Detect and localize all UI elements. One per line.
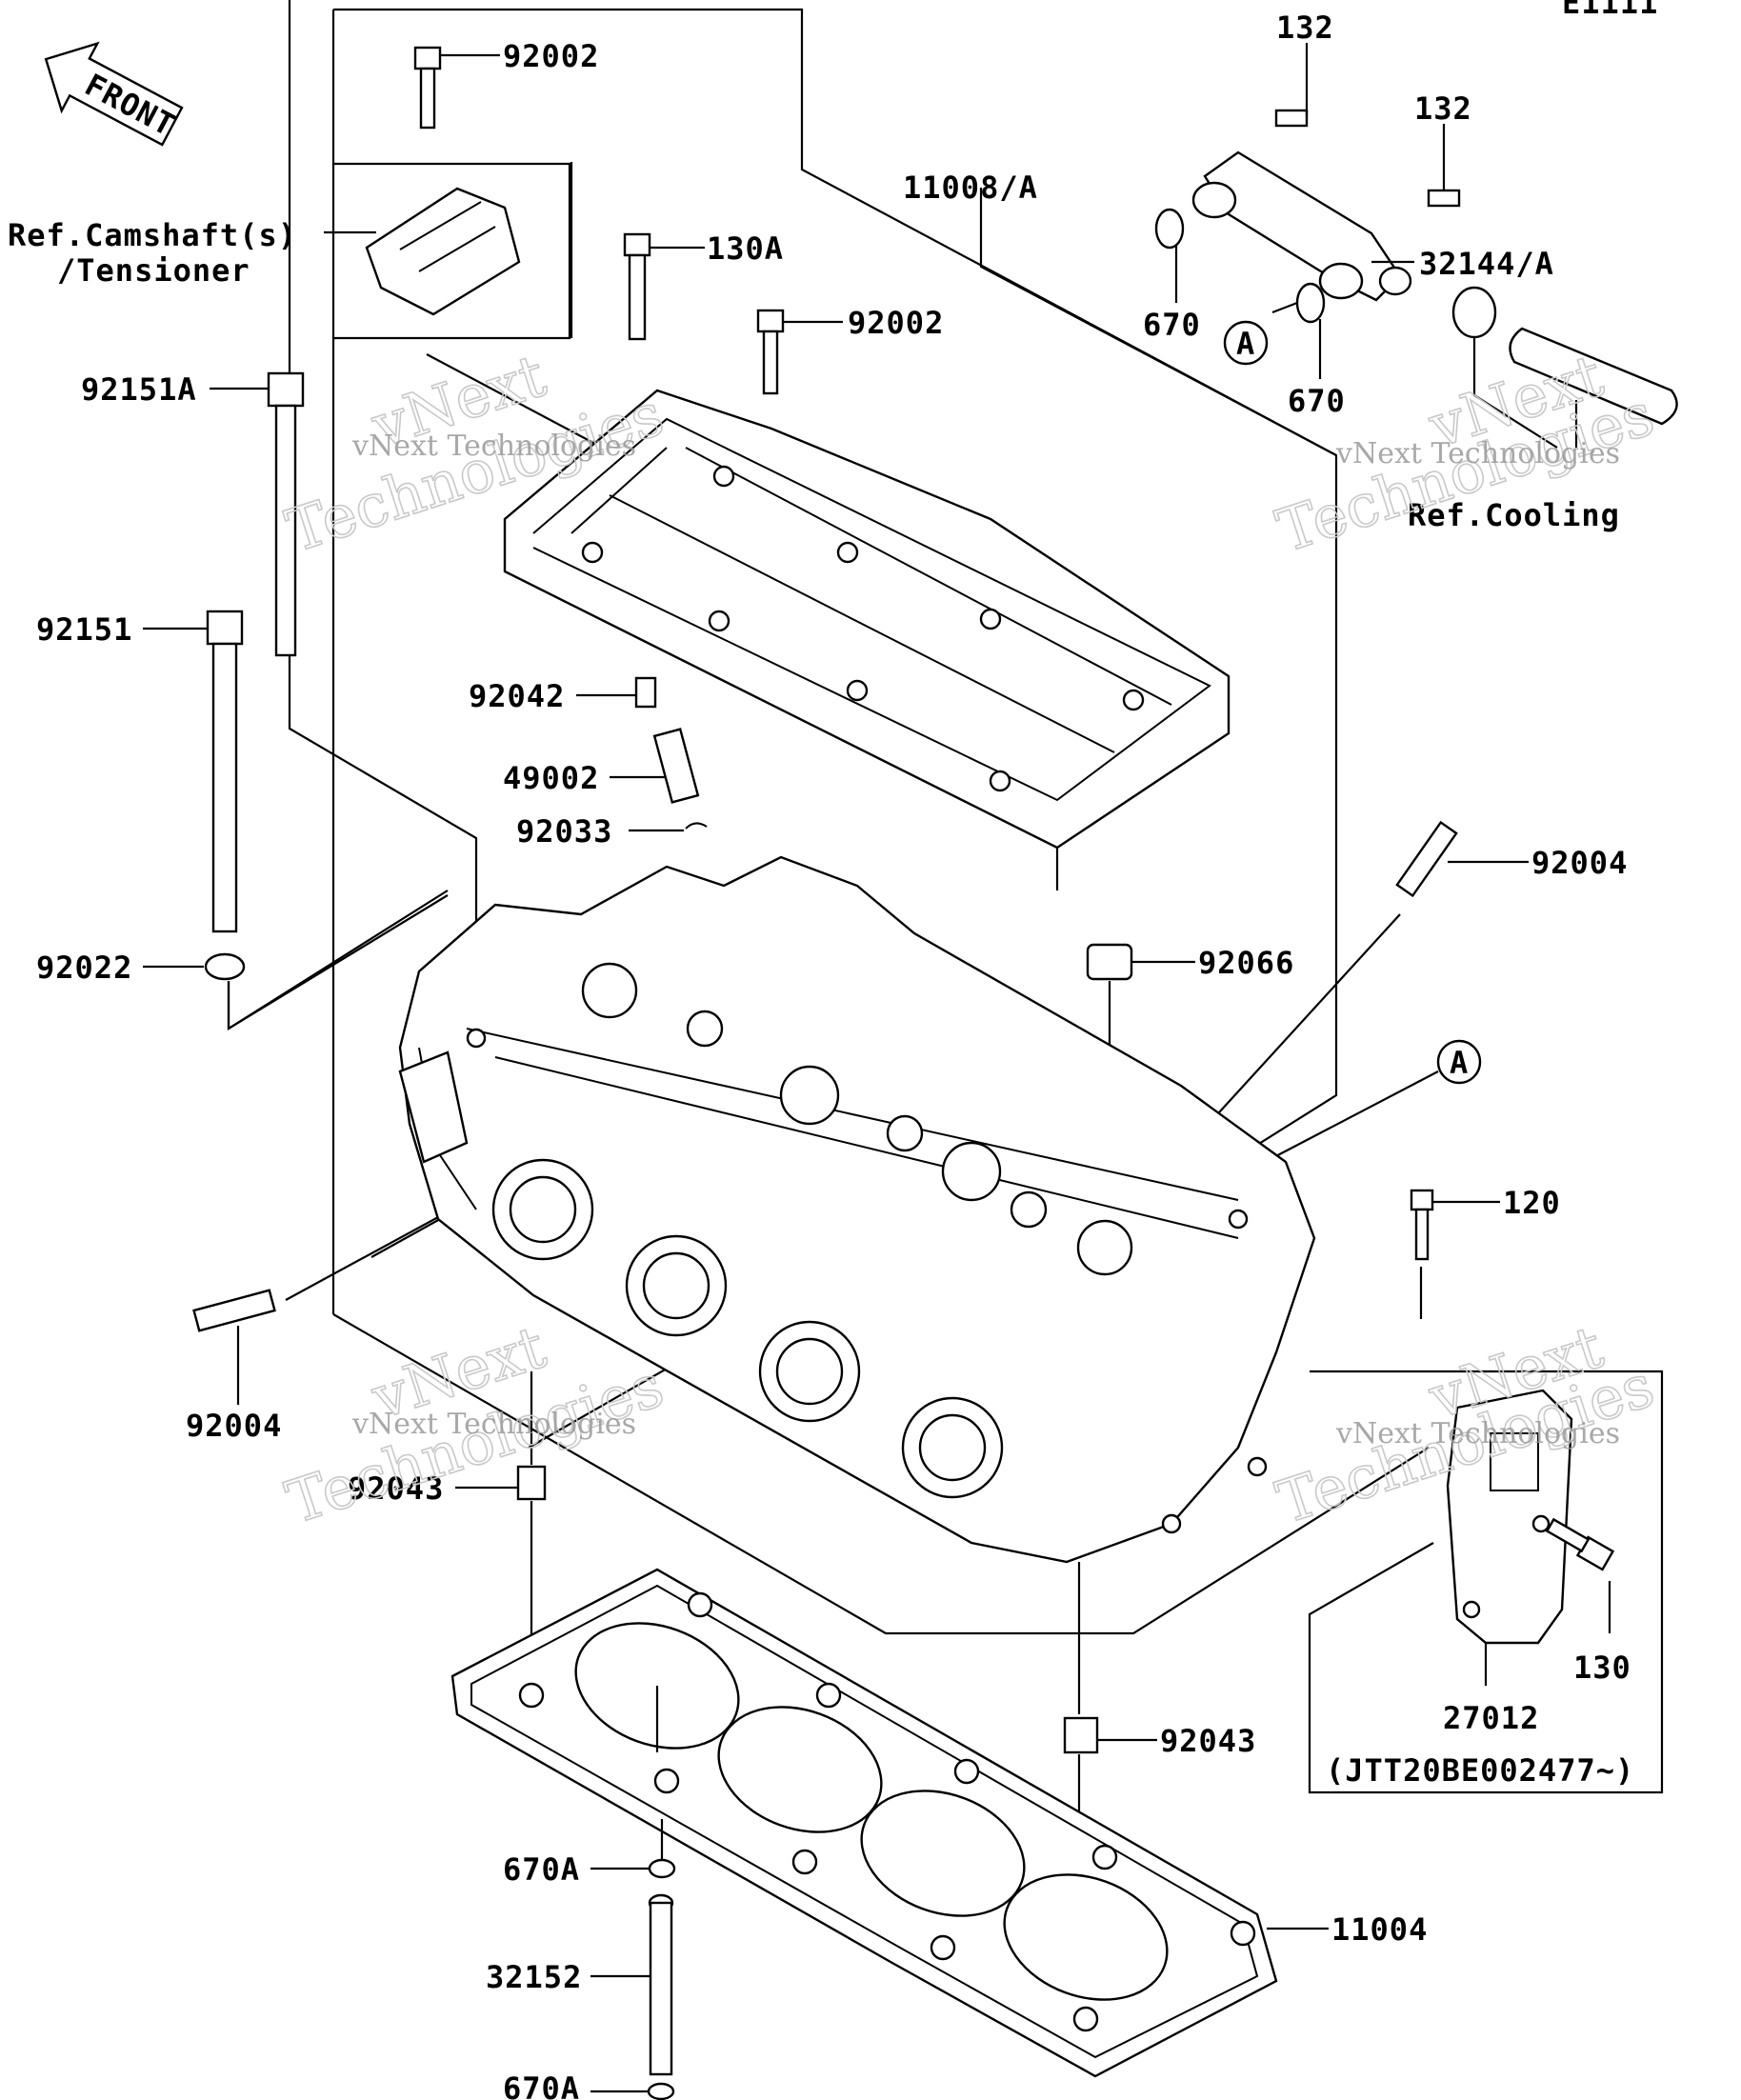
label-670-a: 670: [1143, 307, 1201, 343]
bolt-130: [1545, 1517, 1615, 1633]
bolt-92002-top: [413, 46, 500, 130]
svg-text:A: A: [1450, 1045, 1469, 1081]
label-32152: 32152: [486, 1959, 582, 1995]
bolt-92151a: [210, 371, 305, 657]
label-92043-left: 92043: [348, 1470, 444, 1507]
label-120: 120: [1503, 1185, 1561, 1221]
svg-text:vNext Technologies: vNext Technologies: [1335, 437, 1620, 470]
label-670-b: 670: [1288, 383, 1346, 419]
ref-cooling: Ref.Cooling: [1408, 497, 1620, 533]
circle-a-top: A: [1223, 320, 1269, 366]
pipe-32152: [590, 1893, 674, 2076]
bolt-92002-mid: [756, 309, 843, 395]
head-gasket-11004: [450, 1568, 1329, 2078]
label-92002-top: 92002: [503, 38, 599, 74]
o-ring-670a-top: [590, 1819, 676, 1879]
camshaft-tensioner-bracket: [324, 187, 521, 316]
bolt-92151: [143, 610, 244, 933]
label-49002: 49002: [503, 760, 599, 796]
label-92033: 92033: [516, 813, 612, 850]
label-132-b: 132: [1414, 90, 1472, 127]
label-92151a: 92151A: [81, 371, 197, 408]
label-92004-left: 92004: [186, 1408, 282, 1444]
label-130a: 130A: [707, 230, 784, 267]
cylinder-head: [398, 855, 1316, 1564]
hose-and-clamp: [1451, 286, 1678, 449]
stud-92004-left: [192, 1289, 276, 1405]
label-92043-right: 92043: [1160, 1723, 1256, 1759]
label-92066: 92066: [1198, 945, 1294, 981]
o-ring-670-b: [1271, 282, 1326, 379]
front-arrow-icon: FRONT: [44, 41, 184, 147]
corner-code: E1111: [1562, 0, 1658, 21]
camshaft-cap-assembly: [503, 389, 1231, 890]
label-11008-a: 11008/A: [903, 170, 1038, 206]
ref-camshaft-line2: /Tensioner: [57, 252, 250, 289]
lifter-49002: [610, 728, 700, 804]
ref-camshaft-line1: Ref.Camshaft(s): [8, 217, 297, 253]
water-pipe-fitting: [1191, 43, 1461, 302]
svg-text:vNext Technologies: vNext Technologies: [351, 1408, 636, 1441]
label-670a-bottom: 670A: [503, 2070, 580, 2100]
front-arrow-label: FRONT: [79, 67, 181, 144]
serial-note: (JTT20BE002477~): [1326, 1752, 1634, 1789]
label-11004: 11004: [1331, 1911, 1428, 1948]
bracket-27012-box: [1308, 1370, 1664, 1794]
o-ring-670a-bottom: [590, 2082, 675, 2100]
washer-92022: [143, 952, 246, 981]
dowel-92042: [576, 676, 657, 709]
label-32144-a: 32144/A: [1419, 246, 1554, 282]
label-27012: 27012: [1443, 1700, 1539, 1736]
svg-text:vNext Technologies: vNext Technologies: [351, 430, 636, 463]
clip-92033: [629, 822, 708, 832]
label-92151: 92151: [36, 611, 132, 648]
label-92042: 92042: [469, 678, 565, 714]
label-130: 130: [1573, 1650, 1631, 1686]
label-670a-top: 670A: [503, 1851, 580, 1888]
svg-text:A: A: [1236, 326, 1255, 362]
label-92002-mid: 92002: [848, 305, 944, 341]
svg-text:vNext Technologies: vNext Technologies: [1335, 1417, 1620, 1450]
label-132-a: 132: [1276, 10, 1334, 46]
label-92022: 92022: [36, 950, 132, 986]
bolt-120: [1410, 1189, 1500, 1319]
watermark-left-bottom: vNext Technologies vNext Technologies: [277, 1311, 671, 1538]
stud-92004-right: [1199, 820, 1529, 1134]
bolt-130a: [623, 232, 705, 341]
label-92004-right: 92004: [1531, 845, 1628, 881]
o-ring-670-a: [1154, 208, 1185, 303]
